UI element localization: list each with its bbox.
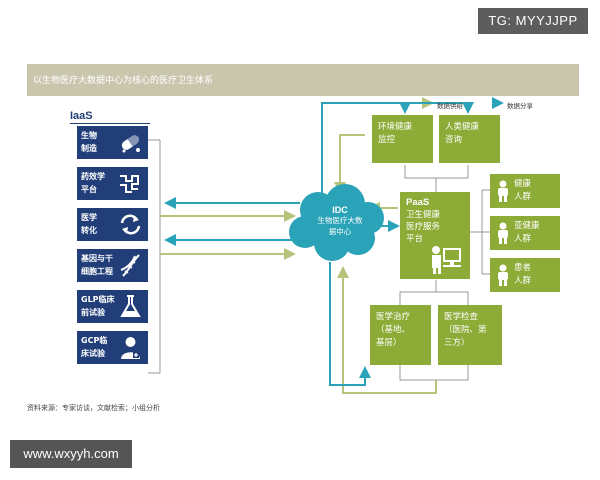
iaas-item-medical-translation: 医学转化	[77, 208, 148, 241]
box-environment-health: 环境健康监控	[372, 115, 433, 163]
iaas-label: IaaS	[70, 110, 93, 122]
paas-subtitle: 卫生健康医疗服务平台	[406, 210, 441, 244]
box-human-health-consulting: 人类健康咨询	[439, 115, 500, 163]
iaas-item-gcp-clinical: GCP临床试验	[77, 331, 148, 364]
iaas-item-glp-preclinical: GLP临床前试验	[77, 290, 148, 323]
group-patients: 患者人群	[490, 258, 560, 292]
person-icon	[498, 222, 508, 244]
molecule-icon	[120, 175, 139, 193]
legend-supply-label: 数据供给	[437, 102, 463, 110]
loop-bottom-green	[337, 266, 437, 394]
idc-title: IDC	[332, 205, 348, 215]
loop-top-green	[334, 134, 365, 194]
loop-top-teal	[321, 102, 411, 200]
dna-icon	[120, 254, 140, 277]
refresh-arrows-icon	[120, 214, 141, 235]
group-sub-healthy: 亚健康人群	[490, 216, 560, 250]
diagram-title-bar: 以生物医疗大数据中心为核心的医疗卫生体系	[27, 64, 579, 96]
idc-cloud-shape	[289, 184, 384, 261]
iaas-item-gene-stem-cell: 基因与干细胞工程	[77, 249, 148, 282]
flask-icon	[120, 295, 141, 317]
diagram-title: 以生物医疗大数据中心为核心的医疗卫生体系	[33, 76, 214, 86]
idc-cloud: IDC 生物医疗大数据中心	[308, 205, 372, 237]
source-note: 资料来源：专家访谈，文献检索；小组分析	[27, 404, 160, 412]
doctor-icon	[121, 337, 140, 359]
box-medical-treatment: 医学治疗（基地、基层）	[370, 305, 431, 365]
iaas-underline	[70, 123, 150, 124]
idc-subtitle: 生物医疗大数据中心	[317, 216, 363, 236]
watermark-bottom-left: www.wxyyh.com	[10, 440, 132, 468]
iaas-item-bio-manufacturing: 生物制造	[77, 126, 148, 159]
paas-title: PaaS	[406, 197, 430, 208]
pill-icon	[121, 133, 141, 153]
box-medical-examination: 医学检查（医院、第三方）	[438, 305, 502, 365]
group-healthy: 健康人群	[490, 174, 560, 208]
legend-share-label: 数据分享	[507, 102, 533, 110]
person-icon	[498, 264, 508, 286]
watermark-top-right: TG: MYYJJPP	[478, 8, 588, 34]
computer-user-icon	[432, 246, 461, 274]
person-icon	[498, 180, 508, 202]
loop-top-teal-2	[405, 102, 474, 114]
paas-platform-box: PaaS 卫生健康医疗服务平台	[400, 192, 470, 279]
loop-bottom-teal	[329, 262, 371, 386]
iaas-item-pharmacodynamics: 药效学平台	[77, 167, 148, 200]
